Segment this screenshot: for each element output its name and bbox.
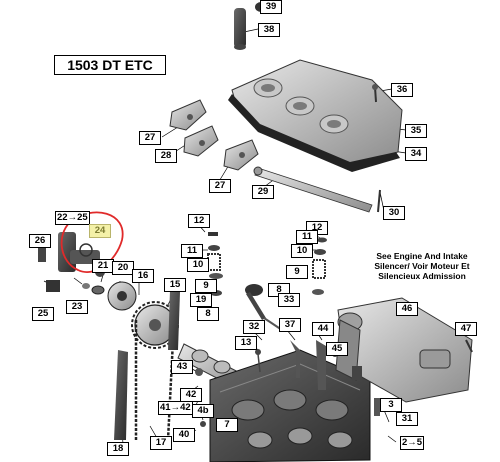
callout-4b[interactable]: 4b xyxy=(192,404,214,418)
callout-27-upper[interactable]: 27 xyxy=(139,131,161,145)
callout-38[interactable]: 38 xyxy=(258,23,280,37)
callout-25[interactable]: 25 xyxy=(32,307,54,321)
callout-22-25[interactable]: 22→25 xyxy=(55,211,90,225)
rocker-shaft xyxy=(253,166,373,213)
callout-12-left[interactable]: 12 xyxy=(188,214,210,228)
callout-47[interactable]: 47 xyxy=(455,322,477,336)
valve-cover xyxy=(228,59,403,172)
callout-43[interactable]: 43 xyxy=(171,360,193,374)
callout-23[interactable]: 23 xyxy=(66,300,88,314)
cam-phaser xyxy=(107,281,137,311)
callout-18[interactable]: 18 xyxy=(107,442,129,456)
callout-16[interactable]: 16 xyxy=(132,269,154,283)
ignition-coil-bolt xyxy=(234,2,267,50)
callout-11-right[interactable]: 11 xyxy=(296,230,318,244)
callout-29[interactable]: 29 xyxy=(252,185,274,199)
cover-screw xyxy=(372,84,378,103)
callout-9-left[interactable]: 9 xyxy=(195,279,217,293)
callout-9-right[interactable]: 9 xyxy=(286,265,308,279)
callout-37[interactable]: 37 xyxy=(279,318,301,332)
callout-19[interactable]: 19 xyxy=(190,293,212,307)
callout-31[interactable]: 31 xyxy=(396,412,418,426)
callout-21[interactable]: 21 xyxy=(92,259,114,273)
callout-3[interactable]: 3 xyxy=(380,398,402,412)
callout-8-left[interactable]: 8 xyxy=(197,307,219,321)
callout-11-left[interactable]: 11 xyxy=(181,244,203,258)
callout-10-left[interactable]: 10 xyxy=(187,258,209,272)
callout-34[interactable]: 34 xyxy=(405,147,427,161)
callout-39[interactable]: 39 xyxy=(260,0,282,14)
callout-40[interactable]: 40 xyxy=(173,428,195,442)
callout-32[interactable]: 32 xyxy=(243,320,265,334)
rocker-arms xyxy=(169,99,259,171)
engine-model-title: 1503 DT ETC xyxy=(54,55,166,75)
sensor-bolt xyxy=(38,248,46,262)
callout-46[interactable]: 46 xyxy=(396,302,418,316)
cylinder-head xyxy=(209,349,371,462)
callout-27-lower[interactable]: 27 xyxy=(209,179,231,193)
callout-35[interactable]: 35 xyxy=(405,124,427,138)
callout-24-highlighted[interactable]: 24 xyxy=(89,224,111,238)
callout-20[interactable]: 20 xyxy=(112,261,134,275)
valve-spring-set-right xyxy=(312,237,327,295)
callout-28[interactable]: 28 xyxy=(155,149,177,163)
callout-10-right[interactable]: 10 xyxy=(291,244,313,258)
callout-17[interactable]: 17 xyxy=(150,436,172,450)
callout-15[interactable]: 15 xyxy=(164,278,186,292)
callout-41-42[interactable]: 41→42 xyxy=(158,401,193,415)
o-ring-washer xyxy=(82,283,105,295)
callout-7[interactable]: 7 xyxy=(216,418,238,432)
callout-2-5[interactable]: 2→5 xyxy=(400,436,425,450)
chain-guide-tensioner xyxy=(114,290,180,440)
intake-manifold xyxy=(335,297,473,403)
connector xyxy=(46,280,60,292)
callout-42[interactable]: 42 xyxy=(180,388,202,402)
callout-26[interactable]: 26 xyxy=(29,234,51,248)
callout-13[interactable]: 13 xyxy=(235,336,257,350)
cross-reference-note: See Engine And Intake Silencer/ Voir Mot… xyxy=(374,251,470,281)
callout-30[interactable]: 30 xyxy=(383,206,405,220)
callout-44[interactable]: 44 xyxy=(312,322,334,336)
callout-36[interactable]: 36 xyxy=(391,83,413,97)
callout-45[interactable]: 45 xyxy=(326,342,348,356)
shaft-screw xyxy=(377,189,381,213)
callout-33[interactable]: 33 xyxy=(278,293,300,307)
small-fasteners xyxy=(195,339,473,427)
